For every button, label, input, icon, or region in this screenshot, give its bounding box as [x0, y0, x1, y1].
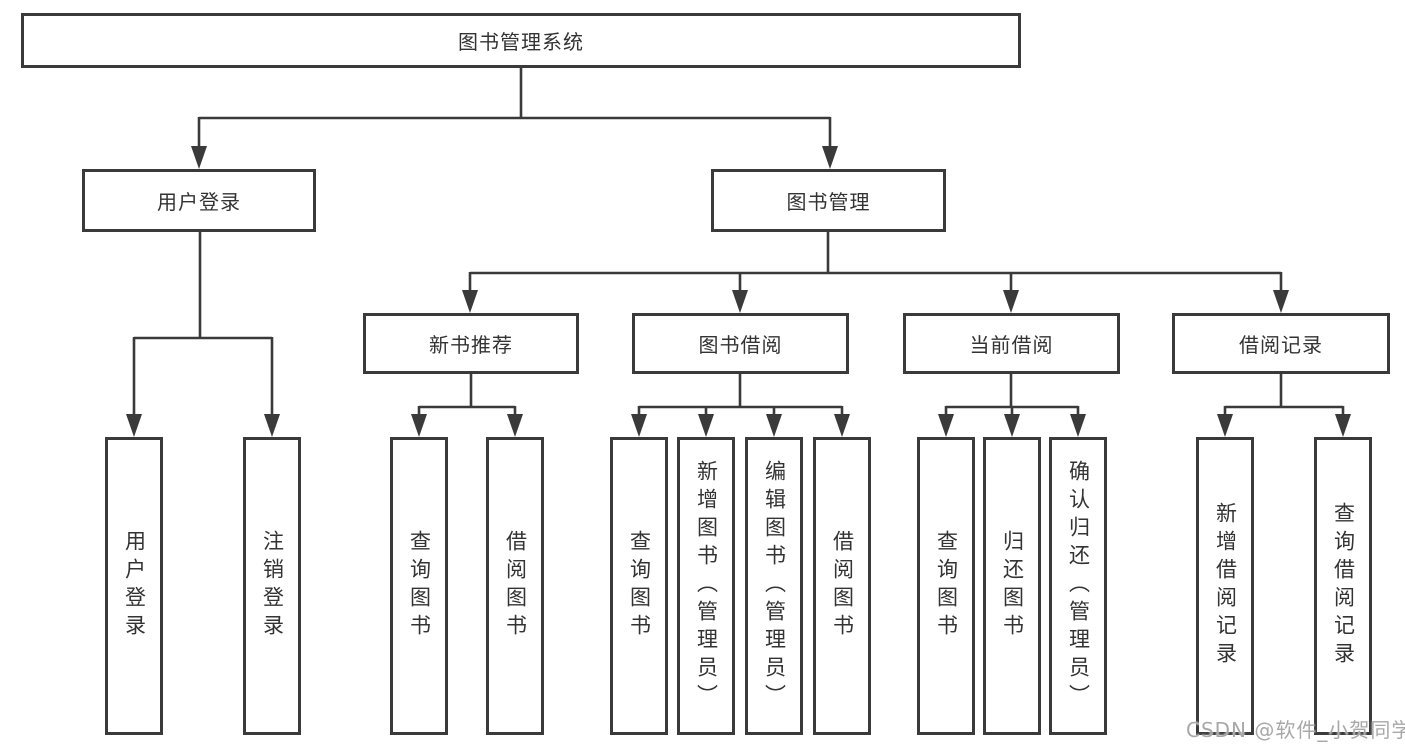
leaf-label: 确认归还（管理员） — [1066, 460, 1091, 712]
leaf-records-query-record: 查询借阅记录 — [1314, 437, 1372, 735]
node-book-management: 图书管理 — [711, 169, 946, 232]
leaf-label: 归还图书 — [1000, 530, 1025, 642]
leaf-records-add-record: 新增借阅记录 — [1196, 437, 1254, 735]
leaf-label: 查询图书 — [627, 530, 652, 642]
leaf-borrow-borrow-book: 借阅图书 — [813, 437, 871, 735]
csdn-watermark: CSDN @软件_小贺同学 — [1186, 718, 1405, 742]
leaf-label: 借阅图书 — [503, 530, 528, 642]
node-borrow-records: 借阅记录 — [1172, 313, 1390, 374]
leaf-label: 新增借阅记录 — [1213, 502, 1238, 670]
leaf-label: 查询图书 — [934, 530, 959, 642]
node-new-book-recommend: 新书推荐 — [363, 313, 579, 374]
leaf-borrow-query-book: 查询图书 — [610, 437, 668, 735]
node-book-borrow: 图书借阅 — [632, 313, 849, 374]
leaf-current-query-book: 查询图书 — [917, 437, 975, 735]
leaf-recommend-query-book: 查询图书 — [390, 437, 448, 735]
node-current-borrow: 当前借阅 — [903, 313, 1120, 374]
leaf-recommend-borrow-book: 借阅图书 — [486, 437, 544, 735]
leaf-current-confirm-return-admin: 确认归还（管理员） — [1049, 437, 1107, 735]
leaf-user-login: 用户登录 — [105, 437, 163, 735]
leaf-label: 用户登录 — [122, 530, 147, 642]
leaf-borrow-add-book-admin: 新增图书（管理员） — [677, 437, 735, 735]
node-system-root: 图书管理系统 — [21, 13, 1021, 68]
leaf-label: 借阅图书 — [830, 530, 855, 642]
leaf-label: 注销登录 — [260, 530, 285, 642]
leaf-label: 查询借阅记录 — [1331, 502, 1356, 670]
leaf-label: 编辑图书（管理员） — [762, 460, 787, 712]
leaf-borrow-edit-book-admin: 编辑图书（管理员） — [745, 437, 803, 735]
leaf-label: 新增图书（管理员） — [694, 460, 719, 712]
leaf-label: 查询图书 — [407, 530, 432, 642]
leaf-current-return-book: 归还图书 — [983, 437, 1041, 735]
leaf-logout: 注销登录 — [243, 437, 301, 735]
node-user-login: 用户登录 — [82, 169, 316, 232]
